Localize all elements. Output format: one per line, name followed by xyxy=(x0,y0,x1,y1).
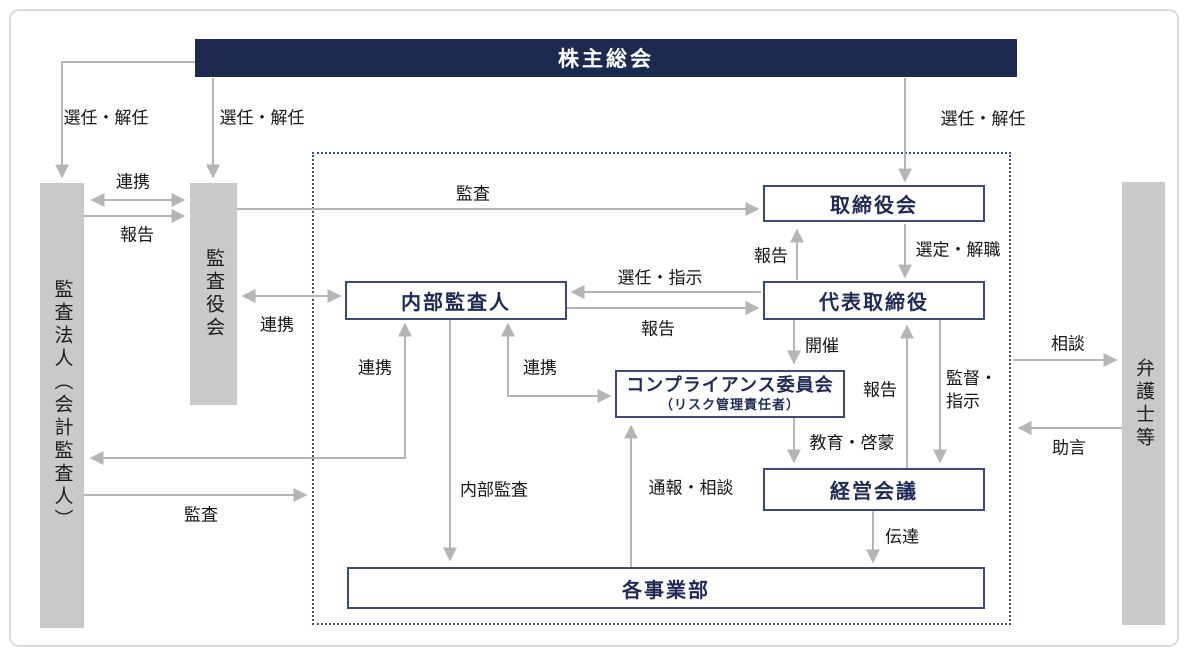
arrow-appoint-dismiss-accounting xyxy=(55,61,195,179)
edge-label-appoint-dismiss-accounting: 選任・解任 xyxy=(63,108,149,128)
edge-label-convene: 開催 xyxy=(805,336,839,356)
compliance-committee-title: コンプライアンス委員会 xyxy=(626,375,834,396)
edge-label-audit-auditboard-directors: 監査 xyxy=(456,184,490,204)
node-shareholders-meeting: 株主総会 xyxy=(195,39,1017,77)
outer-frame xyxy=(9,9,1179,647)
edge-label-consult: 相談 xyxy=(1051,334,1085,354)
edge-label-appoint-dismiss-directors: 選任・解任 xyxy=(940,109,1026,129)
edge-label-whistle-consult: 通報・相談 xyxy=(648,478,734,498)
edge-label-cooperation-firm-auditboard: 連携 xyxy=(116,172,150,192)
node-audit-supervisory-board: 監査役会 xyxy=(190,183,237,405)
edge-label-report-firm-auditboard: 報告 xyxy=(120,225,154,245)
node-representative-director: 代表取締役 xyxy=(763,281,985,320)
node-internal-auditor: 内部監査人 xyxy=(345,281,567,320)
edge-label-cooperation-auditboard-internal: 連携 xyxy=(260,315,294,335)
node-lawyers: 弁護士等 xyxy=(1122,182,1165,625)
edge-label-transmit: 伝達 xyxy=(885,527,919,547)
edge-label-internal-audit: 内部監査 xyxy=(460,480,528,500)
node-accounting-auditor: 監査法人（会計監査人） xyxy=(40,183,84,628)
edge-label-cooperation-internal-compliance: 連携 xyxy=(523,358,557,378)
edge-label-supervise-instruct: 監督・指示 xyxy=(946,369,997,411)
edge-label-select-remove: 選定・解職 xyxy=(915,240,1001,260)
node-board-of-directors: 取締役会 xyxy=(763,185,985,222)
edge-label-appoint-instruct: 選任・指示 xyxy=(617,268,703,288)
node-management-meeting: 経営会議 xyxy=(763,468,985,511)
edge-label-report-internal-rep: 報告 xyxy=(641,319,675,339)
edge-label-report-mgmt-rep: 報告 xyxy=(863,380,897,400)
edge-label-educate-enlighten: 教育・啓蒙 xyxy=(809,433,895,453)
node-compliance-committee: コンプライアンス委員会 （リスク管理責任者） xyxy=(615,370,845,418)
node-business-divisions: 各事業部 xyxy=(347,567,985,609)
compliance-committee-subtitle: （リスク管理責任者） xyxy=(659,397,800,412)
edge-label-advice: 助言 xyxy=(1052,438,1086,458)
arrow-cooperation-internal-compliance xyxy=(501,322,612,403)
edge-label-cooperation-internal-firm: 連携 xyxy=(358,358,392,378)
edge-label-audit-firm-internal: 監査 xyxy=(184,505,218,525)
edge-label-appoint-dismiss-audit-board: 選任・解任 xyxy=(219,108,305,128)
arrow-cooperation-internal-firm xyxy=(89,322,412,465)
edge-label-report-rep-directors: 報告 xyxy=(754,246,788,266)
